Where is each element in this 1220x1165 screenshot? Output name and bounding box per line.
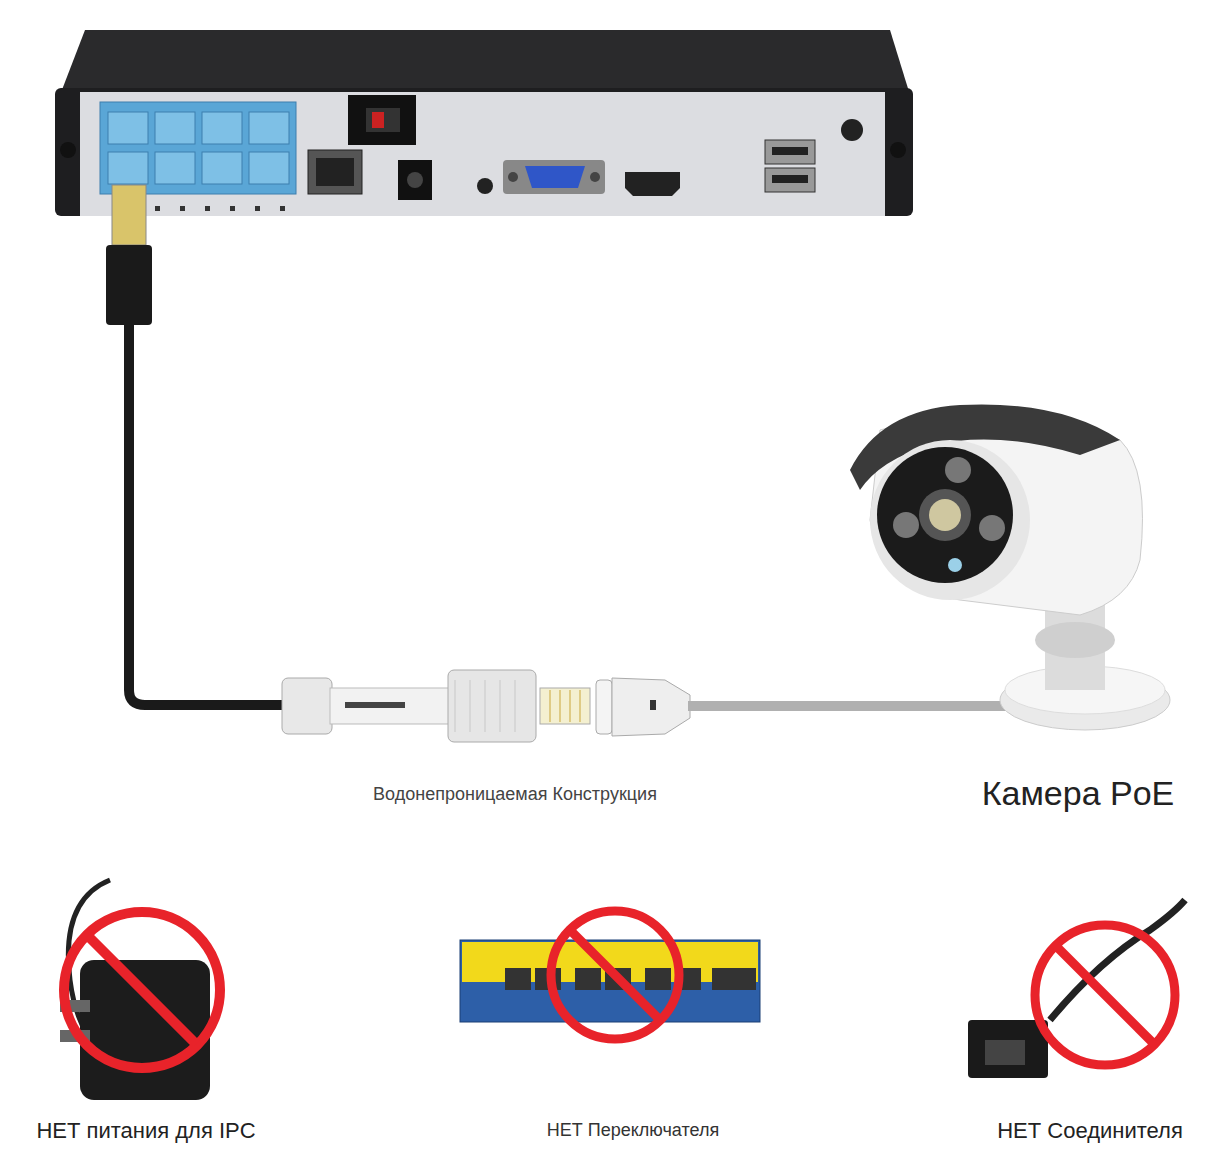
ethernet-cable <box>106 185 285 705</box>
poe-switch-forbidden <box>460 911 760 1039</box>
coupler-forbidden <box>968 900 1185 1078</box>
warning-caption: НЕТ Соединителя <box>997 1118 1183 1143</box>
connector-caption: Водонепроницаемая Конструкция <box>373 784 657 805</box>
warning-caption: НЕТ питания для IPC <box>36 1118 255 1143</box>
waterproof-connector <box>282 670 1010 742</box>
power-adapter-forbidden <box>60 880 220 1100</box>
camera-caption: Камера PoE <box>982 774 1175 813</box>
warning-caption: НЕТ Переключателя <box>547 1120 719 1141</box>
nvr-recorder <box>55 30 913 216</box>
poe-camera <box>850 404 1170 730</box>
